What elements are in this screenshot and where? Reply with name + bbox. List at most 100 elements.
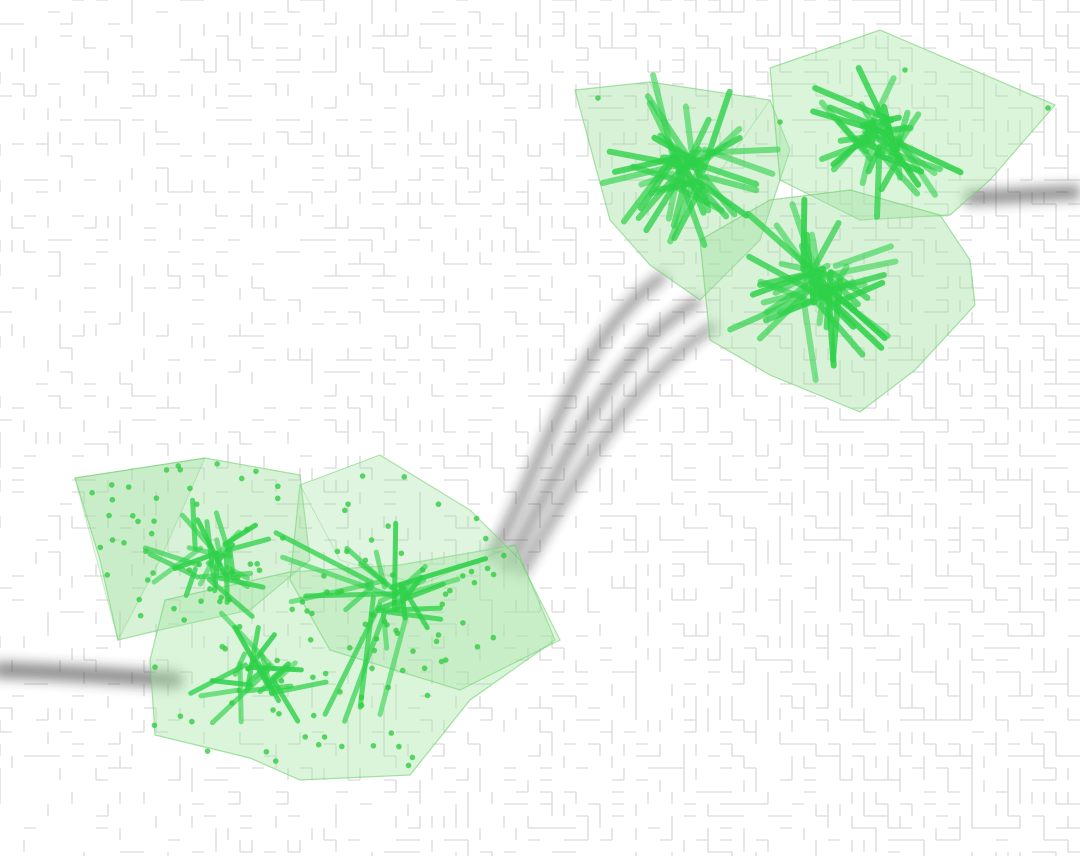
connector-bridge-3	[516, 321, 718, 578]
hull-left-lower-node	[447, 587, 453, 594]
network-nodes	[89, 67, 1051, 769]
hull-left-upper-node	[256, 567, 263, 574]
hull-left-upper-node	[196, 561, 203, 568]
hull-left-upper-node	[153, 495, 160, 501]
hull-left-upper-node	[254, 561, 261, 567]
hull-left-upper-node	[274, 495, 281, 502]
cluster-d-edge	[142, 545, 201, 568]
cluster-f-edge	[385, 609, 444, 622]
hull-left-lower-node	[309, 610, 315, 617]
cluster-c-edge	[800, 296, 819, 383]
cluster-c-edge	[763, 289, 835, 324]
hull-left-lower-node	[310, 674, 316, 681]
cluster-b-edge	[859, 138, 876, 187]
connector-tubes	[0, 185, 1080, 688]
hull-left-middle-node	[460, 573, 466, 579]
hull-left-lower-node	[371, 647, 378, 654]
cluster-f-edge	[375, 605, 443, 614]
hull-left-lower-node	[369, 611, 375, 618]
hull-left-lower-node	[500, 552, 507, 559]
connector-right-exit	[964, 185, 1080, 205]
hull-left-middle-node	[435, 501, 442, 508]
hull-left-upper-node	[136, 596, 143, 603]
cluster-d-edge	[172, 550, 220, 572]
cluster-f-edge	[273, 530, 374, 585]
cluster-f-edge	[376, 581, 446, 612]
hull-left-lower-node	[388, 730, 395, 736]
cluster-f-edge	[280, 554, 396, 599]
hull-left-lower-node	[396, 743, 402, 750]
cluster-f-edge	[342, 610, 388, 724]
hull-left-lower-node	[474, 643, 481, 650]
hull-left-lower-node	[370, 742, 377, 749]
hull-left-lower-node	[358, 702, 365, 709]
hull-left-upper-node	[137, 612, 144, 619]
hull-left-middle-node	[324, 589, 330, 595]
hull-right-node	[902, 67, 908, 73]
cluster-d-edge	[214, 537, 223, 558]
cluster-f-edge	[322, 602, 383, 717]
hull-left-lower-node	[315, 741, 322, 748]
hull-left-lower-node	[471, 579, 478, 586]
hull-left-middle-node	[389, 572, 396, 578]
hull-left-lower-node	[321, 573, 327, 579]
cluster-d-edge	[190, 497, 198, 551]
hull-left-upper-node	[235, 574, 241, 580]
hull-left-upper-node	[109, 496, 116, 503]
hull-left-upper-node	[253, 468, 259, 475]
hull-left-lower-node	[278, 678, 285, 684]
cluster-d-edge	[151, 545, 204, 585]
hull-left-middle-node	[362, 557, 369, 564]
hull-left-upper-node	[106, 512, 112, 519]
cluster-a-edge	[701, 174, 738, 218]
hull-left-lower-node	[419, 567, 426, 573]
hull-left-middle-node	[398, 550, 405, 557]
hull-left-upper-node	[125, 484, 132, 490]
hull-left-lower-node	[399, 667, 406, 674]
cluster-f-edge	[344, 545, 390, 588]
hull-left-middle-node	[338, 588, 345, 595]
hull-left-middle-node	[473, 515, 480, 522]
hull-left-upper-node	[130, 512, 136, 519]
hull-left-lower-node	[289, 606, 295, 613]
hull-left-lower-node	[152, 664, 158, 670]
hull-left-upper-node	[214, 461, 220, 467]
hull-left-lower-node	[409, 754, 416, 761]
cluster-a-edge	[696, 172, 760, 194]
cluster-a-edge	[637, 154, 679, 212]
hull-left-lower-node	[304, 608, 310, 614]
hull-left-middle-node	[438, 658, 445, 665]
cluster-c-edge	[760, 282, 835, 306]
hull-left-middle-node	[334, 548, 341, 555]
hull-left-middle-node	[435, 632, 442, 638]
network-edges	[142, 65, 964, 726]
hull-left-lower-node	[364, 582, 370, 588]
hull-left-middle-node	[384, 621, 390, 628]
hull-left-middle-node	[368, 537, 375, 543]
hull-left-lower-node	[394, 630, 401, 637]
connector-left-exit	[0, 662, 183, 688]
hull-left-upper-node	[228, 569, 235, 576]
cluster-d-edge	[222, 522, 258, 547]
hull-left-lower-node	[229, 700, 235, 706]
hull-left-lower-node	[337, 689, 343, 695]
cluster-c-edge	[810, 280, 885, 351]
hull-left-lower-node	[310, 712, 317, 719]
hull-left-middle-node	[385, 523, 391, 529]
hull-left-lower-node	[362, 621, 369, 628]
hull-left-upper-node	[148, 530, 155, 537]
hull-left-middle-node	[344, 548, 350, 555]
hull-left-middle-node	[342, 507, 348, 514]
cluster-c-edge	[825, 258, 899, 279]
hull-left-lower-node	[270, 707, 276, 713]
hull-left-upper-node	[187, 485, 193, 492]
cluster-c-edge	[832, 243, 894, 269]
hull-left-lower-node	[338, 743, 345, 750]
cluster-f-edge	[380, 607, 390, 651]
cluster-d-edge	[195, 517, 223, 567]
hull-left-upper-node	[109, 537, 116, 543]
hull-left-lower-node	[189, 718, 195, 725]
hull-left-upper-node	[186, 567, 193, 573]
